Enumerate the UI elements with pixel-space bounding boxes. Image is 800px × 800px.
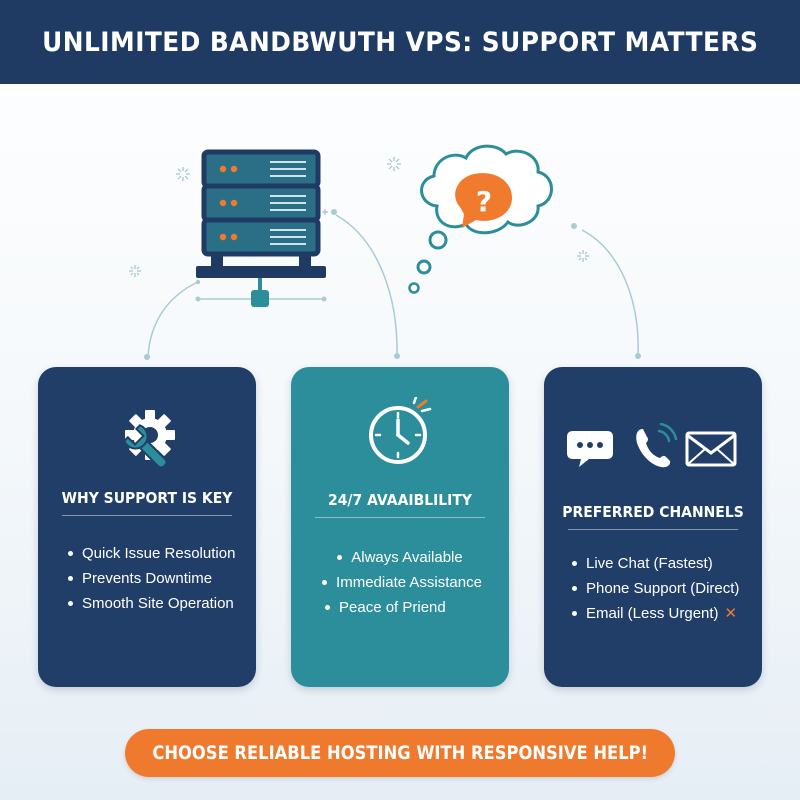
server-icon xyxy=(195,149,327,307)
channel-icons xyxy=(544,423,762,473)
list-item: Immediate Assistance xyxy=(291,570,509,595)
hero-illustration: ? xyxy=(129,144,641,360)
list-item-label: Email (Less Urgent) xyxy=(586,605,719,622)
page-title: UNLIMITED BANDBWUTH VPS: SUPPORT MATTERS xyxy=(41,26,759,58)
bullet-list: Live Chat (Fastest) Phone Support (Direc… xyxy=(544,551,762,626)
list-item-label: Quick Issue Resolution xyxy=(82,545,236,562)
cta-button[interactable]: CHOOSE RELIABLE HOSTING WITH RESPONSIVE … xyxy=(125,729,675,777)
bullet-list: Always Available Immediate Assistance Pe… xyxy=(291,545,509,620)
connector-middle xyxy=(335,214,398,356)
divider xyxy=(568,529,738,530)
card-title: PREFERRED CHANNELS xyxy=(562,503,744,521)
bullet-dot xyxy=(68,551,73,556)
card-title: 24/7 AVAAIBLILITY xyxy=(328,491,472,509)
clock-icon xyxy=(291,397,509,469)
list-item: Smooth Site Operation xyxy=(38,591,256,616)
question-mark-icon: ? xyxy=(455,173,512,228)
connector-dots xyxy=(144,209,641,360)
list-item-label: Prevents Downtime xyxy=(82,570,213,587)
list-item: Quick Issue Resolution xyxy=(38,541,256,566)
list-item-label: Immediate Assistance xyxy=(336,574,482,591)
divider xyxy=(315,517,485,518)
list-item: Phone Support (Direct) xyxy=(544,576,762,601)
thought-bubble-icon: ? xyxy=(408,144,553,294)
card-why-support: WHY SUPPORT IS KEY Quick Issue Resolutio… xyxy=(38,367,256,687)
bullet-dot xyxy=(572,561,577,566)
list-item-label: Always Available xyxy=(351,549,463,566)
bullet-dot xyxy=(337,555,343,560)
chat-bubble-icon xyxy=(567,431,613,467)
gear-wrench-icon xyxy=(38,405,256,475)
list-item: Always Available xyxy=(291,545,509,570)
card-title: WHY SUPPORT IS KEY xyxy=(61,489,233,507)
cta-label: CHOOSE RELIABLE HOSTING WITH RESPONSIVE … xyxy=(152,742,648,764)
list-item: Peace of Priend xyxy=(291,595,509,620)
list-item: Live Chat (Fastest) xyxy=(544,551,762,576)
bullet-dot xyxy=(325,605,330,610)
divider xyxy=(62,515,232,516)
header-banner: UNLIMITED BANDBWUTH VPS: SUPPORT MATTERS xyxy=(0,0,800,84)
bullet-dot xyxy=(572,586,577,591)
list-item: Prevents Downtime xyxy=(38,566,256,591)
connector-right xyxy=(581,229,639,356)
svg-text:?: ? xyxy=(476,185,492,218)
card-availability: 24/7 AVAAIBLILITY Always Available Immed… xyxy=(291,367,509,687)
sparkles xyxy=(129,157,589,277)
list-item-label: Live Chat (Fastest) xyxy=(586,555,713,572)
list-item-label: Smooth Site Operation xyxy=(82,595,234,612)
phone-icon xyxy=(636,423,678,468)
list-item-label: Phone Support (Direct) xyxy=(586,580,740,597)
connector-left xyxy=(147,281,199,358)
bullet-dot xyxy=(322,580,328,585)
list-item-label: Peace of Priend xyxy=(339,599,446,616)
bullet-list: Quick Issue Resolution Prevents Downtime… xyxy=(38,541,256,616)
close-icon: ✕ xyxy=(724,605,738,622)
list-item: Email (Less Urgent) ✕ xyxy=(544,601,762,626)
envelope-icon xyxy=(685,431,737,467)
bullet-dot xyxy=(68,576,73,581)
card-channels: PREFERRED CHANNELS Live Chat (Fastest) P… xyxy=(544,367,762,687)
bullet-dot xyxy=(68,601,73,606)
bullet-dot xyxy=(572,611,577,616)
